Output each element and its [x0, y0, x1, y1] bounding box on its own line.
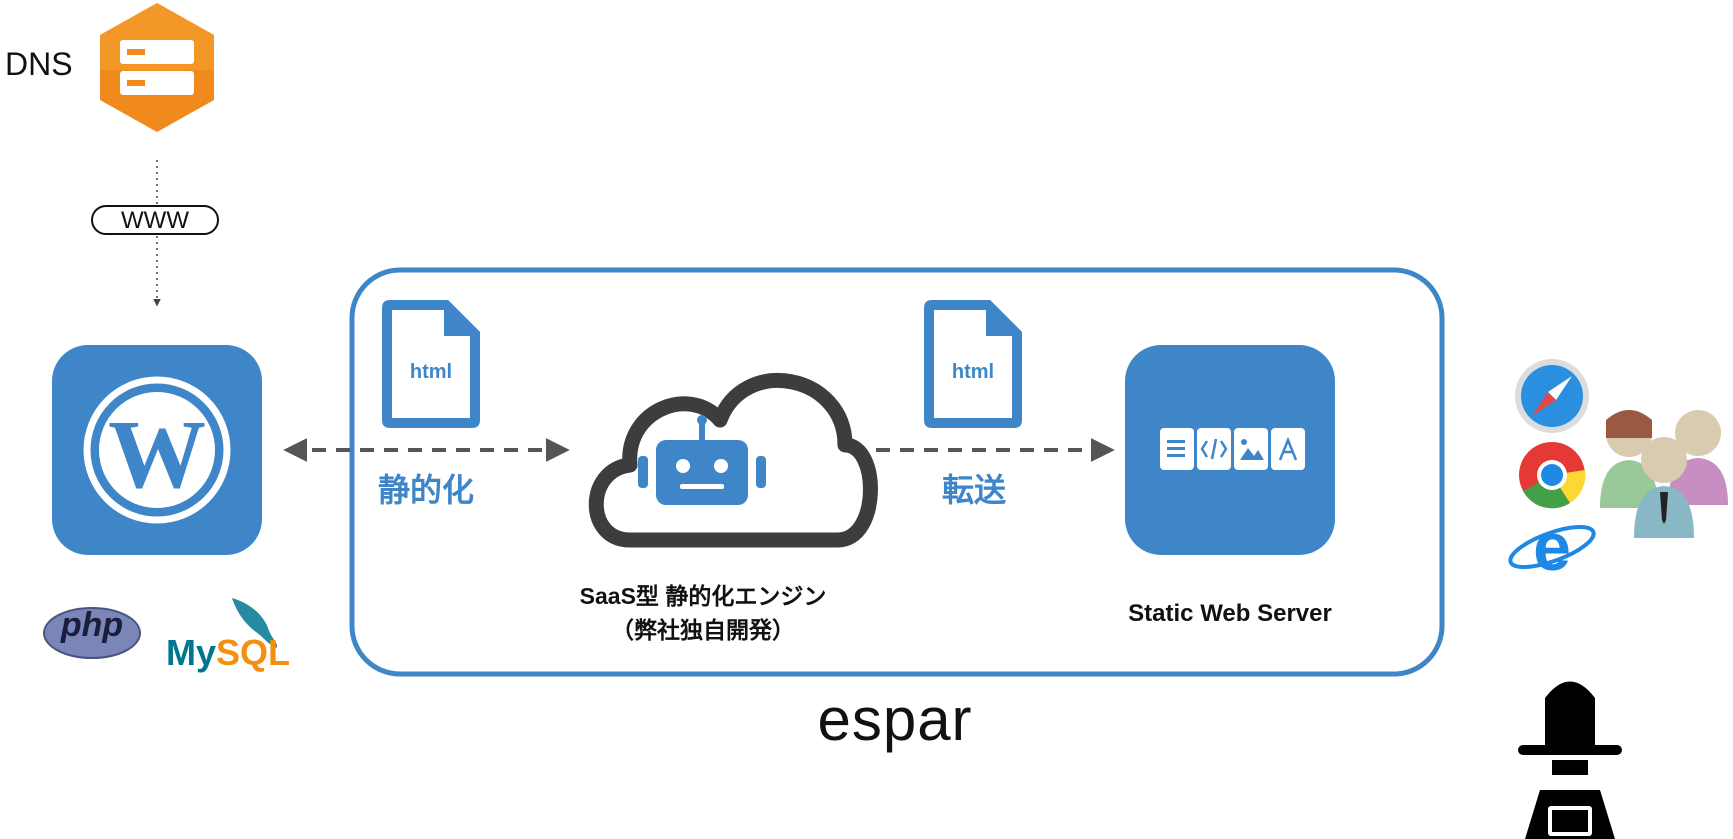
php-label: php — [60, 606, 124, 644]
espar-frame — [349, 267, 1445, 677]
svg-text:W: W — [108, 401, 206, 509]
static-web-server-icon — [1125, 345, 1335, 555]
html-file-label-right: html — [952, 361, 994, 383]
engine-name: SaaS型 静的化エンジン （弊社独自開発） — [553, 579, 853, 647]
static-web-server-label: Static Web Server — [1128, 600, 1332, 627]
hacker-icon — [1518, 681, 1622, 839]
chrome-icon — [1519, 442, 1586, 509]
mysql-label-sql: SQL — [216, 632, 291, 673]
wordpress-icon: W — [52, 345, 262, 555]
espar-logo: espar — [817, 686, 973, 753]
mysql-label-my: My — [166, 632, 217, 673]
mysql-label: MySQL — [166, 632, 290, 674]
html-file-icon-right — [924, 300, 1022, 428]
mysql-dolphin-icon — [232, 598, 278, 648]
html-file-icon-left — [382, 300, 480, 428]
internet-explorer-icon: e — [1508, 509, 1596, 585]
engine-name-line2: （弊社独自開発） — [611, 617, 795, 643]
cloud-robot-icon — [588, 373, 878, 548]
engine-name-line1: SaaS型 静的化エンジン — [579, 583, 827, 609]
safari-icon — [1515, 359, 1589, 433]
www-label: WWW — [91, 205, 219, 235]
php-logo — [43, 607, 141, 659]
dns-server-icon — [100, 3, 214, 132]
users-icon — [1600, 410, 1728, 538]
dns-label: DNS — [5, 46, 73, 82]
transfer-label: 転送 — [942, 472, 1007, 508]
svg-text:e: e — [1533, 509, 1571, 585]
html-file-label-left: html — [410, 361, 452, 383]
static-convert-label: 静的化 — [378, 472, 475, 508]
